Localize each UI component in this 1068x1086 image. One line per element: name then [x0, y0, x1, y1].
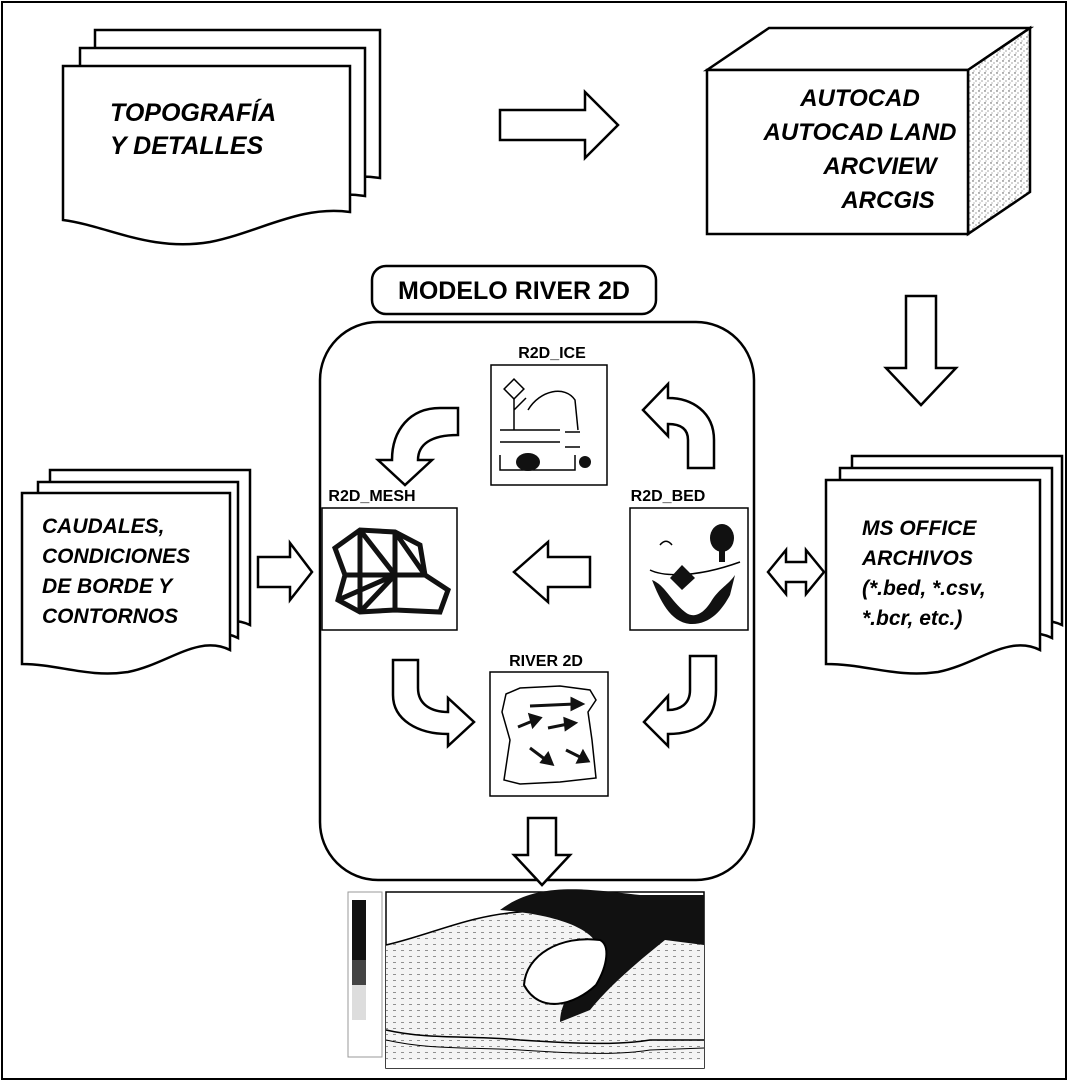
model-title: MODELO RIVER 2D — [398, 277, 630, 305]
ms-office-line-1: MS OFFICE — [862, 517, 977, 540]
arrow-down-right — [883, 294, 959, 407]
river-sketch-image — [501, 685, 597, 785]
curved-arrow-mesh-to-river — [391, 658, 476, 749]
cad-line-1: AUTOCAD — [799, 85, 920, 112]
bed-sketch-image — [649, 524, 741, 625]
arrow-down-to-result — [511, 816, 573, 887]
caudales-line-3: DE BORDE Y — [42, 575, 174, 598]
cad-line-2: AUTOCAD LAND — [763, 119, 957, 146]
module-bed-panel — [629, 507, 749, 631]
module-mesh-label: R2D_MESH — [328, 488, 415, 505]
module-ice-panel — [490, 364, 608, 486]
arrow-bed-to-mesh — [512, 539, 592, 605]
caudales-line-2: CONDICIONES — [42, 545, 190, 568]
cad-line-4: ARCGIS — [840, 187, 934, 214]
mesh-sketch-image — [331, 527, 452, 615]
ms-office-line-2: ARCHIVOS — [861, 547, 973, 570]
curved-arrow-ice-to-mesh — [374, 406, 460, 487]
topografia-document-stack — [61, 28, 382, 246]
model-title-box — [370, 264, 658, 316]
ms-office-document-stack — [824, 454, 1064, 675]
module-bed-label: R2D_BED — [631, 488, 706, 505]
topografia-line-2: Y DETALLES — [110, 132, 264, 160]
arrow-bed-ms-office-bidirectional — [766, 546, 826, 598]
caudales-line-1: CAUDALES, — [42, 515, 165, 538]
cad-line-3: ARCVIEW — [822, 153, 939, 180]
arrow-right-top — [498, 88, 620, 162]
river2d-result-plot — [347, 889, 705, 1069]
topografia-line-1: TOPOGRAFÍA — [110, 98, 276, 127]
ms-office-line-3: (*.bed, *.csv, — [862, 577, 986, 600]
curved-arrow-bed-to-river — [642, 654, 718, 750]
module-river-label: RIVER 2D — [509, 653, 583, 670]
ice-sketch-image — [499, 378, 591, 471]
arrow-caudales-to-mesh — [256, 539, 314, 604]
caudales-line-4: CONTORNOS — [42, 605, 178, 628]
caudales-document-stack — [20, 468, 252, 675]
module-ice-label: R2D_ICE — [518, 345, 586, 362]
ms-office-line-4: *.bcr, etc.) — [862, 607, 962, 630]
cad-software-box — [702, 25, 1035, 237]
curved-arrow-bed-to-ice — [641, 380, 716, 470]
